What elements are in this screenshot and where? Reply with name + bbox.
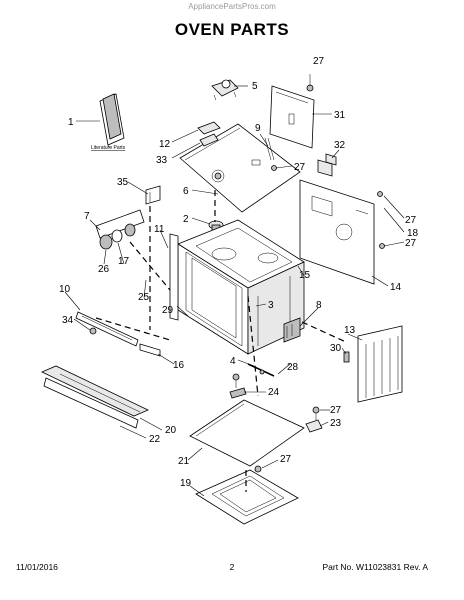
top-brackets bbox=[197, 121, 277, 171]
callout-label: 33 bbox=[156, 155, 168, 166]
callout-label: 19 bbox=[180, 478, 192, 489]
callout-label: 27 bbox=[405, 238, 417, 249]
selector-knobs bbox=[95, 209, 145, 250]
base-tray bbox=[195, 469, 299, 525]
callout-label: 10 bbox=[59, 284, 71, 295]
callout-label: 30 bbox=[330, 343, 342, 354]
callout-label: 16 bbox=[173, 360, 185, 371]
footer-date: 11/01/2016 bbox=[16, 562, 58, 572]
callout-label: 35 bbox=[117, 177, 129, 188]
callout-label: 21 bbox=[178, 456, 190, 467]
callout-label: 1 bbox=[68, 117, 74, 128]
callout-label: 2 bbox=[183, 214, 189, 225]
callout-label: 17 bbox=[118, 256, 130, 267]
callout-label: 27 bbox=[405, 215, 417, 226]
callout-label: 34 bbox=[62, 315, 74, 326]
callout-label: 27 bbox=[330, 405, 342, 416]
rear-bracket bbox=[317, 153, 337, 177]
lower-rail bbox=[139, 343, 161, 357]
footer-part-number: Part No. W11023831 Rev. A bbox=[322, 562, 428, 572]
footer-page-number: 2 bbox=[229, 562, 235, 572]
control-bracket bbox=[283, 317, 301, 343]
door-inner-panel bbox=[343, 325, 403, 403]
callout-label: 27 bbox=[313, 56, 325, 67]
callout-label: 24 bbox=[268, 387, 280, 398]
callout-label: 9 bbox=[255, 123, 261, 134]
callout-label: 6 bbox=[183, 186, 189, 197]
callout-label: 7 bbox=[84, 211, 90, 222]
callout-label: 26 bbox=[98, 264, 110, 275]
watermark: AppliancePartsPros.com bbox=[188, 2, 276, 11]
assembly-dash-lines bbox=[95, 190, 347, 492]
callout-label: 11 bbox=[154, 224, 165, 235]
literature-booklet: Literature Parts bbox=[91, 93, 126, 151]
screws-and-clips bbox=[229, 373, 323, 473]
temperature-sensor bbox=[247, 363, 275, 377]
callout-label: 27 bbox=[294, 162, 306, 173]
callout-label: 20 bbox=[165, 425, 177, 436]
callout-label: 18 bbox=[407, 228, 419, 239]
callout-label: 5 bbox=[252, 81, 258, 92]
callout-labels: 27 5 1 31 12 9 33 27 32 35 6 7 2 27 11 1… bbox=[59, 56, 419, 489]
callout-label: 4 bbox=[230, 356, 236, 367]
bottom-panel bbox=[189, 399, 305, 467]
callout-label: 23 bbox=[330, 418, 342, 429]
latch-motor-part bbox=[211, 79, 239, 101]
callout-label: 8 bbox=[316, 300, 322, 311]
callout-label: 12 bbox=[159, 139, 171, 150]
callout-label: 13 bbox=[344, 325, 356, 336]
callout-label: 25 bbox=[138, 292, 150, 303]
literature-label: Literature Parts bbox=[91, 145, 126, 151]
vent-bracket bbox=[145, 185, 161, 205]
side-vent-rail bbox=[75, 311, 139, 347]
callout-label: 31 bbox=[334, 110, 346, 121]
callout-label: 27 bbox=[280, 454, 292, 465]
lower-side-trim bbox=[41, 365, 149, 429]
callout-label: 14 bbox=[390, 282, 402, 293]
callout-label: 28 bbox=[287, 362, 299, 373]
callout-label: 3 bbox=[268, 300, 274, 311]
callout-label: 15 bbox=[299, 270, 311, 281]
top-panel bbox=[179, 123, 301, 213]
leader-lines bbox=[64, 85, 405, 497]
callout-label: 32 bbox=[334, 140, 346, 151]
callout-label: 22 bbox=[149, 434, 161, 445]
page-title: OVEN PARTS bbox=[174, 20, 290, 39]
back-panel bbox=[299, 179, 385, 285]
callout-label: 29 bbox=[162, 305, 174, 316]
rear-cover-panel bbox=[269, 74, 315, 149]
